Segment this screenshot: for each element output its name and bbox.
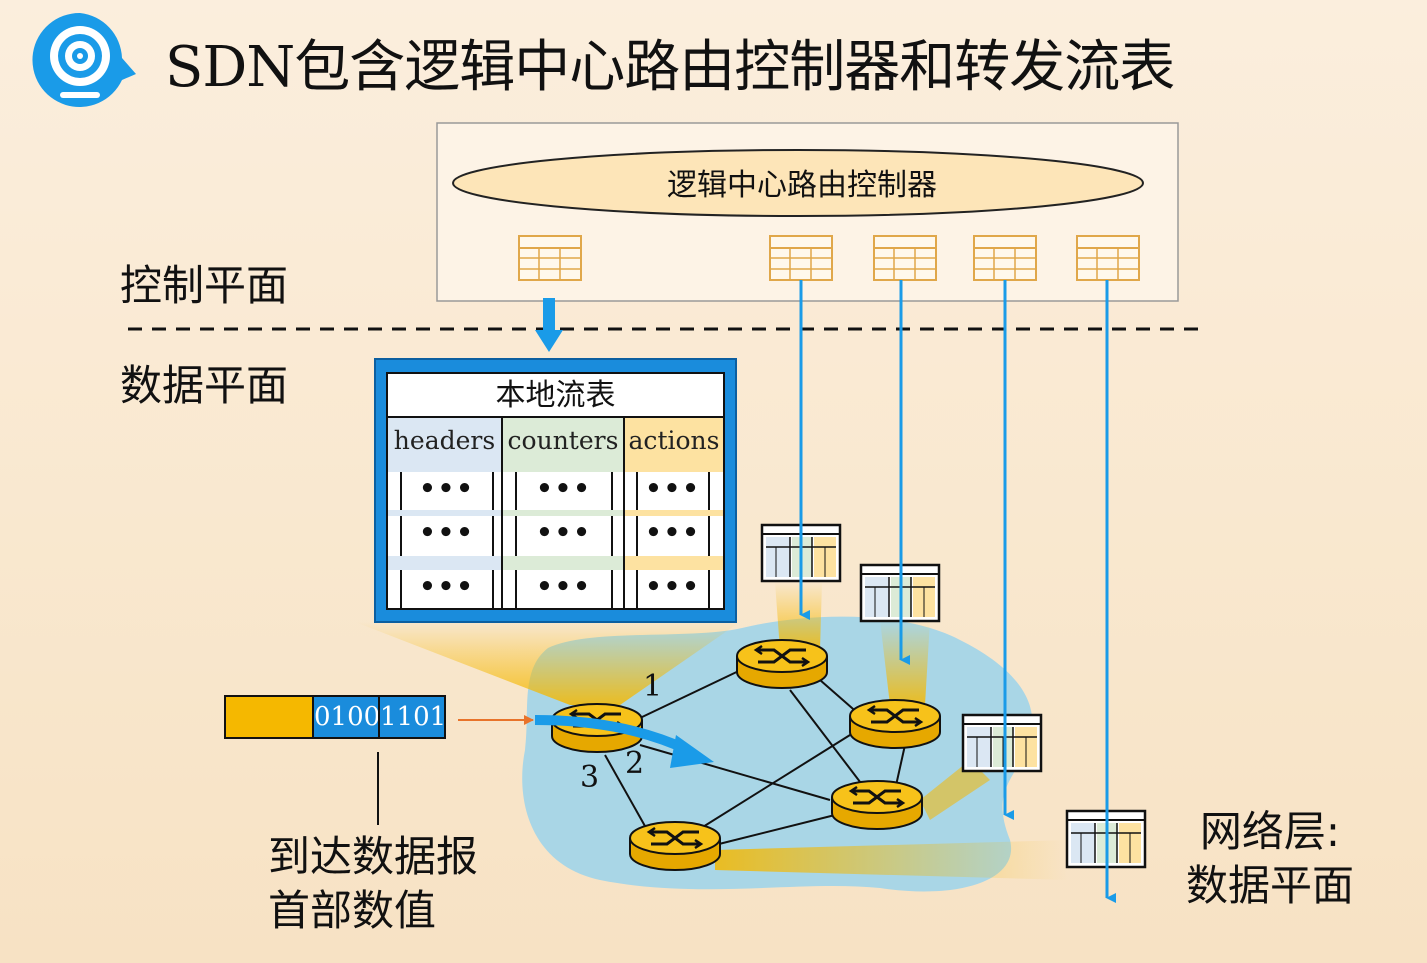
col-headers: headers bbox=[388, 418, 503, 464]
packet-field-1: 0100 bbox=[312, 695, 380, 739]
arrival-label-line1: 到达数据报 bbox=[268, 832, 479, 881]
packet-payload bbox=[224, 695, 314, 739]
port-label-3: 3 bbox=[580, 760, 599, 795]
flow-row-3-actions: ••• bbox=[636, 570, 710, 608]
controller-ellipse bbox=[452, 149, 1144, 217]
col-counters: counters bbox=[503, 418, 625, 464]
local-flow-table: 本地流表 headers counters actions ••• ••• ••… bbox=[374, 358, 737, 623]
flow-row-3-counters: ••• bbox=[515, 570, 613, 608]
flow-row-1-counters: ••• bbox=[515, 472, 613, 512]
arrival-label: 到达数据报 首部数值 bbox=[268, 830, 478, 938]
data-plane-label: 数据平面 bbox=[120, 361, 289, 410]
network-label-line1: 网络层: bbox=[1199, 807, 1341, 856]
flow-row-1-headers: ••• bbox=[400, 472, 494, 512]
flow-table-title: 本地流表 bbox=[388, 374, 723, 418]
port-label-1: 1 bbox=[643, 669, 662, 704]
col-actions: actions bbox=[625, 418, 723, 464]
packet-field-2: 1101 bbox=[378, 695, 446, 739]
flow-row-2-headers: ••• bbox=[400, 516, 494, 556]
webcam-icon bbox=[32, 12, 136, 107]
flow-row-1-actions: ••• bbox=[636, 472, 710, 512]
flow-row-2-actions: ••• bbox=[636, 516, 710, 556]
page-title: SDN包含逻辑中心路由控制器和转发流表 bbox=[165, 35, 1175, 100]
flow-row-2-counters: ••• bbox=[515, 516, 613, 556]
network-links bbox=[604, 667, 906, 846]
network-label-line2: 数据平面 bbox=[1186, 861, 1355, 910]
control-plane-label: 控制平面 bbox=[120, 261, 289, 310]
network-layer-label: 网络层: 数据平面 bbox=[1186, 805, 1354, 913]
arrival-label-line2: 首部数值 bbox=[268, 886, 437, 935]
controller-label: 逻辑中心路由控制器 bbox=[667, 168, 937, 203]
flow-row-3-headers: ••• bbox=[400, 570, 494, 608]
port-label-2: 2 bbox=[625, 746, 644, 781]
